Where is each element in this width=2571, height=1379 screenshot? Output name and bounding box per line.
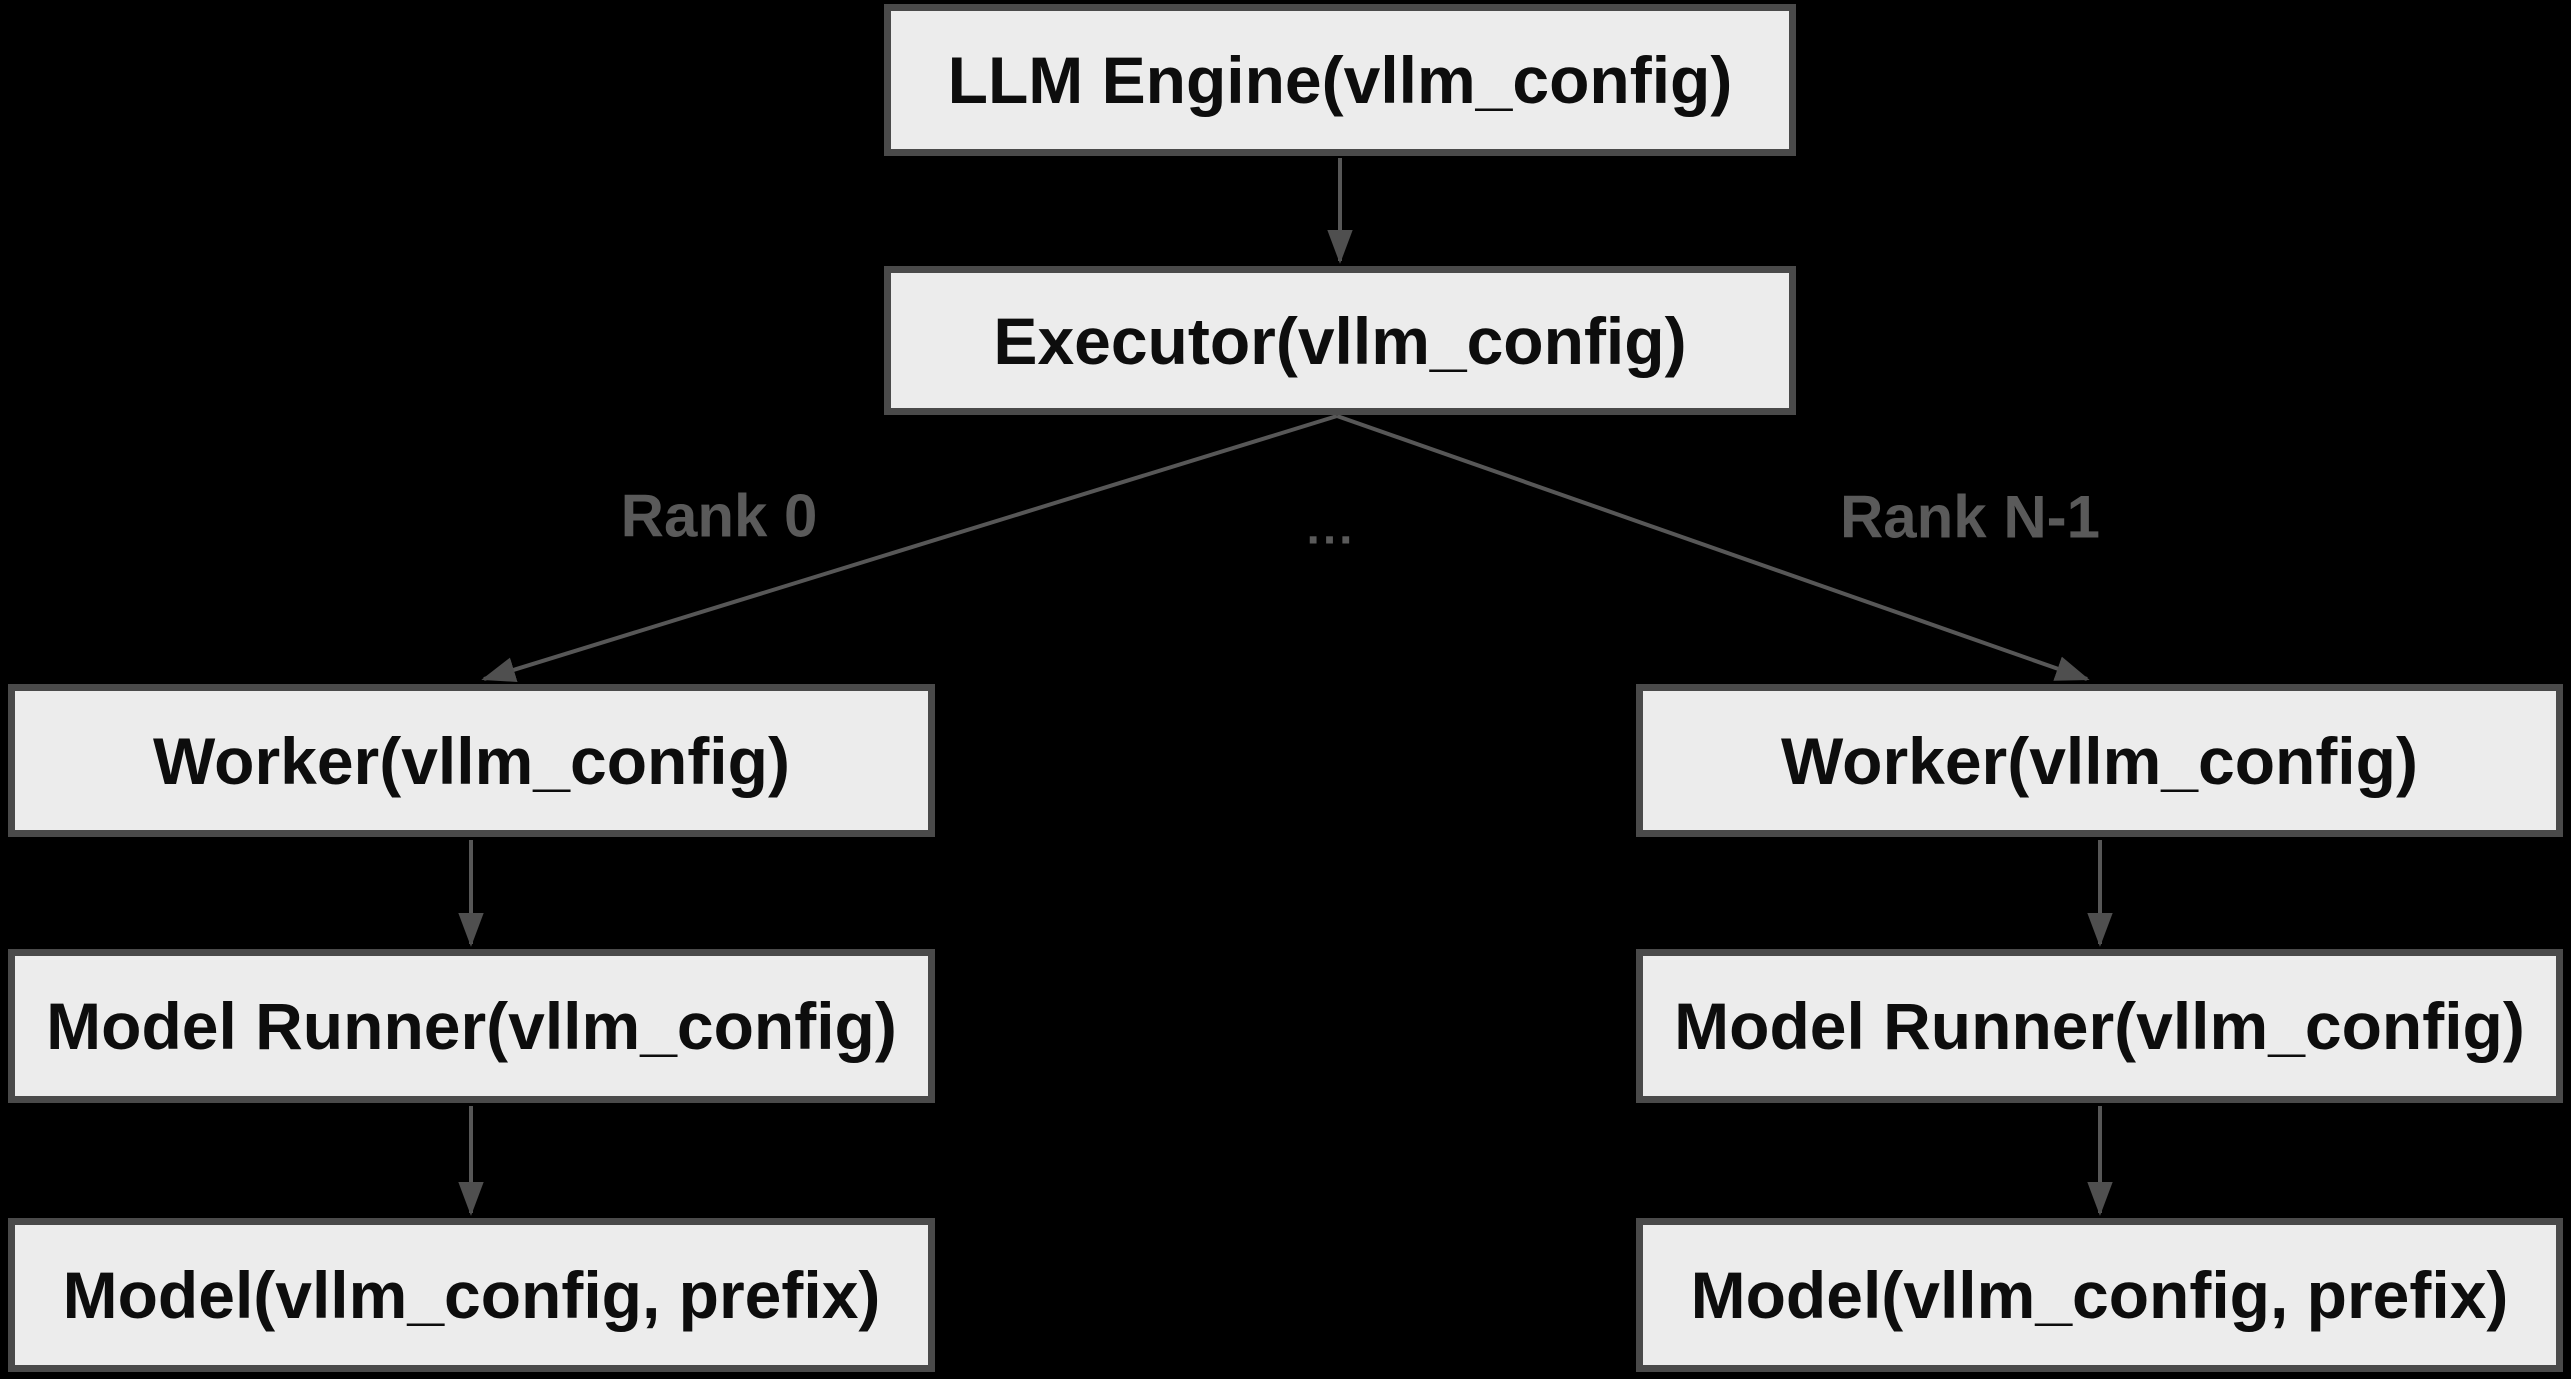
node-model-right-label: Model(vllm_config, prefix)	[1690, 1258, 2509, 1332]
node-worker-right-label: Worker(vllm_config)	[1781, 723, 2418, 798]
node-model-left: Model(vllm_config, prefix)	[8, 1218, 935, 1372]
edge-label-ellipsis: ...	[1306, 501, 1356, 555]
node-executor: Executor(vllm_config)	[884, 266, 1796, 415]
node-model-runner-right: Model Runner(vllm_config)	[1636, 949, 2563, 1103]
node-worker-left: Worker(vllm_config)	[8, 684, 935, 837]
node-worker-left-label: Worker(vllm_config)	[153, 723, 790, 798]
node-llm-engine: LLM Engine(vllm_config)	[884, 4, 1796, 156]
node-model-runner-left: Model Runner(vllm_config)	[8, 949, 935, 1103]
edge-executor-to-worker-right	[1336, 414, 2090, 681]
edge-executor-to-worker-left	[481, 414, 1338, 683]
edge-label-rank-0: Rank 0	[620, 482, 818, 550]
edge-label-rank-n-1: Rank N-1	[1839, 483, 2101, 551]
node-worker-right: Worker(vllm_config)	[1636, 684, 2563, 837]
node-llm-engine-label: LLM Engine(vllm_config)	[947, 43, 1733, 117]
node-model-runner-right-label: Model Runner(vllm_config)	[1674, 989, 2525, 1063]
node-executor-label: Executor(vllm_config)	[993, 303, 1687, 378]
node-model-runner-left-label: Model Runner(vllm_config)	[46, 989, 897, 1063]
node-model-left-label: Model(vllm_config, prefix)	[62, 1258, 881, 1332]
node-model-right: Model(vllm_config, prefix)	[1636, 1218, 2563, 1372]
